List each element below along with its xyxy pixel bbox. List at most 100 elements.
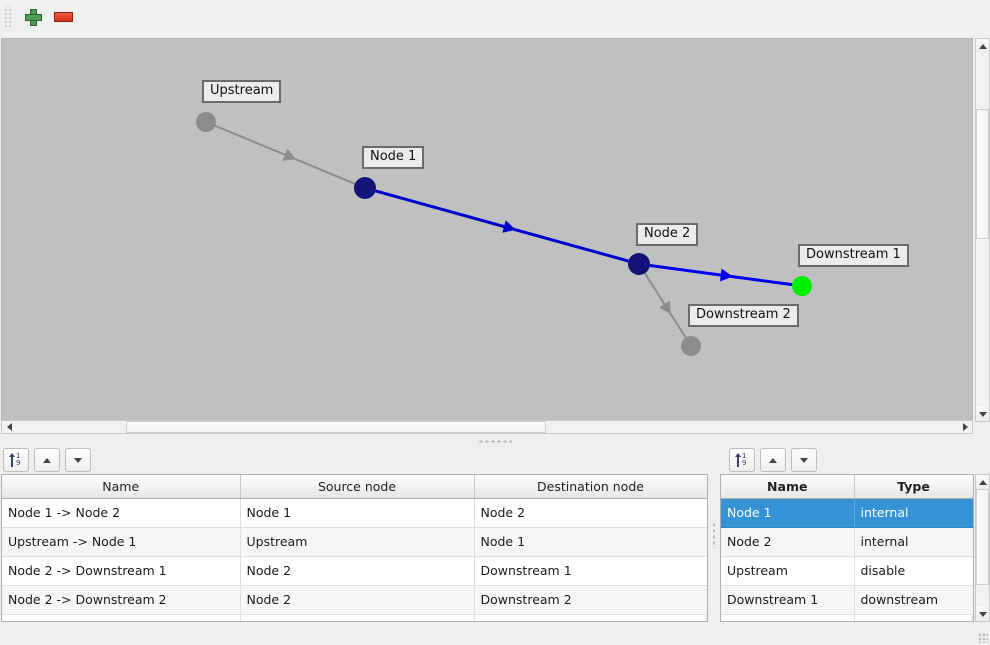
plus-icon [24,8,42,26]
sort-icon: 1 9 [9,452,23,468]
graph-svg [196,112,812,356]
graph-vscroll-thumb[interactable] [976,109,989,239]
graph-hscroll-track[interactable] [16,421,958,433]
resize-grip[interactable] [978,633,988,643]
toolbar-drag-handle[interactable] [3,6,13,28]
filler-cell [2,614,241,621]
add-node-button[interactable] [18,3,48,31]
chevron-up-icon [978,479,987,485]
nodes-scroll-down-button[interactable] [976,607,989,621]
edge-destination-cell[interactable]: Node 1 [474,527,707,557]
edges-move-down-button[interactable] [65,448,91,472]
edge-source-cell[interactable]: Node 2 [240,556,475,586]
node-type-cell[interactable]: internal [854,498,973,528]
graph-vertical-scrollbar[interactable] [975,38,990,422]
nodes-scroll-up-button[interactable] [976,475,989,489]
nodes-move-down-button[interactable] [791,448,817,472]
filler-cell [474,614,707,621]
scroll-up-button[interactable] [976,39,989,53]
graph-node-label-upstream[interactable]: Upstream [202,80,282,103]
node-type-cell[interactable]: downstream [854,585,973,615]
edge-destination-cell[interactable]: Downstream 2 [474,585,707,615]
chevron-up-icon [978,43,987,49]
graph-node-downstream1[interactable] [792,276,812,296]
graph-node-upstream[interactable] [196,112,216,132]
move-down-icon [74,457,82,463]
graph-node-node1[interactable] [354,177,376,199]
graph-node-label-node2[interactable]: Node 2 [636,223,699,246]
edge-source-cell[interactable]: Upstream [240,527,475,557]
scroll-down-button[interactable] [976,407,989,421]
move-up-icon [769,457,777,463]
graph-node-downstream2[interactable] [681,336,701,356]
node-name-cell[interactable]: Downstream 1 [721,585,855,615]
nodes-col-name[interactable]: Name [721,475,855,499]
edge-name-cell[interactable]: Node 2 -> Downstream 2 [2,585,241,615]
edges-sort-button[interactable]: 1 9 [3,448,29,472]
node-name-cell[interactable]: Node 2 [721,527,855,557]
node-type-cell[interactable]: disable [854,556,973,586]
scroll-left-button[interactable] [2,421,16,433]
nodes-col-type[interactable]: Type [854,475,973,499]
nodes-scroll-thumb[interactable] [976,489,989,585]
graph-edge-arrowhead [719,268,733,282]
chevron-left-icon [6,423,12,431]
edges-col-destination[interactable]: Destination node [474,475,707,499]
graph-horizontal-scrollbar[interactable] [1,420,973,434]
edge-destination-cell[interactable]: Downstream 1 [474,556,707,586]
graph-node-label-downstream2[interactable]: Downstream 2 [688,304,799,327]
nodes-pane: 1 9 Name Type [719,446,990,624]
chevron-down-icon [978,411,987,417]
edge-source-cell[interactable]: Node 1 [240,498,475,528]
minus-icon [53,12,73,22]
graph-node-label-node1[interactable]: Node 1 [362,146,425,169]
graph-edge-node1-to-node2[interactable] [375,189,629,263]
edge-destination-cell[interactable]: Node 2 [474,498,707,528]
node-name-cell[interactable]: Node 1 [721,498,855,528]
vertical-splitter[interactable] [709,446,719,624]
nodes-sort-button[interactable]: 1 9 [729,448,755,472]
edges-pane: 1 9 Name Source node [0,446,709,624]
edge-name-cell[interactable]: Node 1 -> Node 2 [2,498,241,528]
sort-icon: 1 9 [735,452,749,468]
edges-table: Name Source node Destination node Node 1… [2,475,707,621]
edges-col-name[interactable]: Name [2,475,241,499]
scroll-right-button[interactable] [958,421,972,433]
edge-source-cell[interactable]: Node 2 [240,585,475,615]
graph-hscroll-thumb[interactable] [126,421,546,433]
graph-node-node2[interactable] [628,253,650,275]
filler-cell [240,614,475,621]
edges-table-frame: Name Source node Destination node Node 1… [1,474,708,622]
edges-toolbar: 1 9 [0,446,709,474]
node-type-cell[interactable]: internal [854,527,973,557]
edge-name-cell[interactable]: Node 2 -> Downstream 1 [2,556,241,586]
filler-cell [854,614,973,621]
edges-col-source[interactable]: Source node [240,475,475,499]
vertical-splitter-grip [712,522,716,548]
nodes-table-scrollbar[interactable] [975,474,990,622]
node-name-cell[interactable]: Upstream [721,556,855,586]
edge-name-cell[interactable]: Upstream -> Node 1 [2,527,241,557]
edges-table-header-row: Name Source node Destination node [2,475,707,499]
edges-move-up-button[interactable] [34,448,60,472]
nodes-move-up-button[interactable] [760,448,786,472]
remove-node-button[interactable] [48,3,78,31]
edges-table-filler-row [2,614,707,621]
graph-node-label-downstream1[interactable]: Downstream 1 [798,244,909,267]
status-bar [0,624,990,645]
move-up-icon [43,457,51,463]
horizontal-splitter[interactable] [0,436,990,446]
graph-edge-arrowhead [658,300,671,315]
